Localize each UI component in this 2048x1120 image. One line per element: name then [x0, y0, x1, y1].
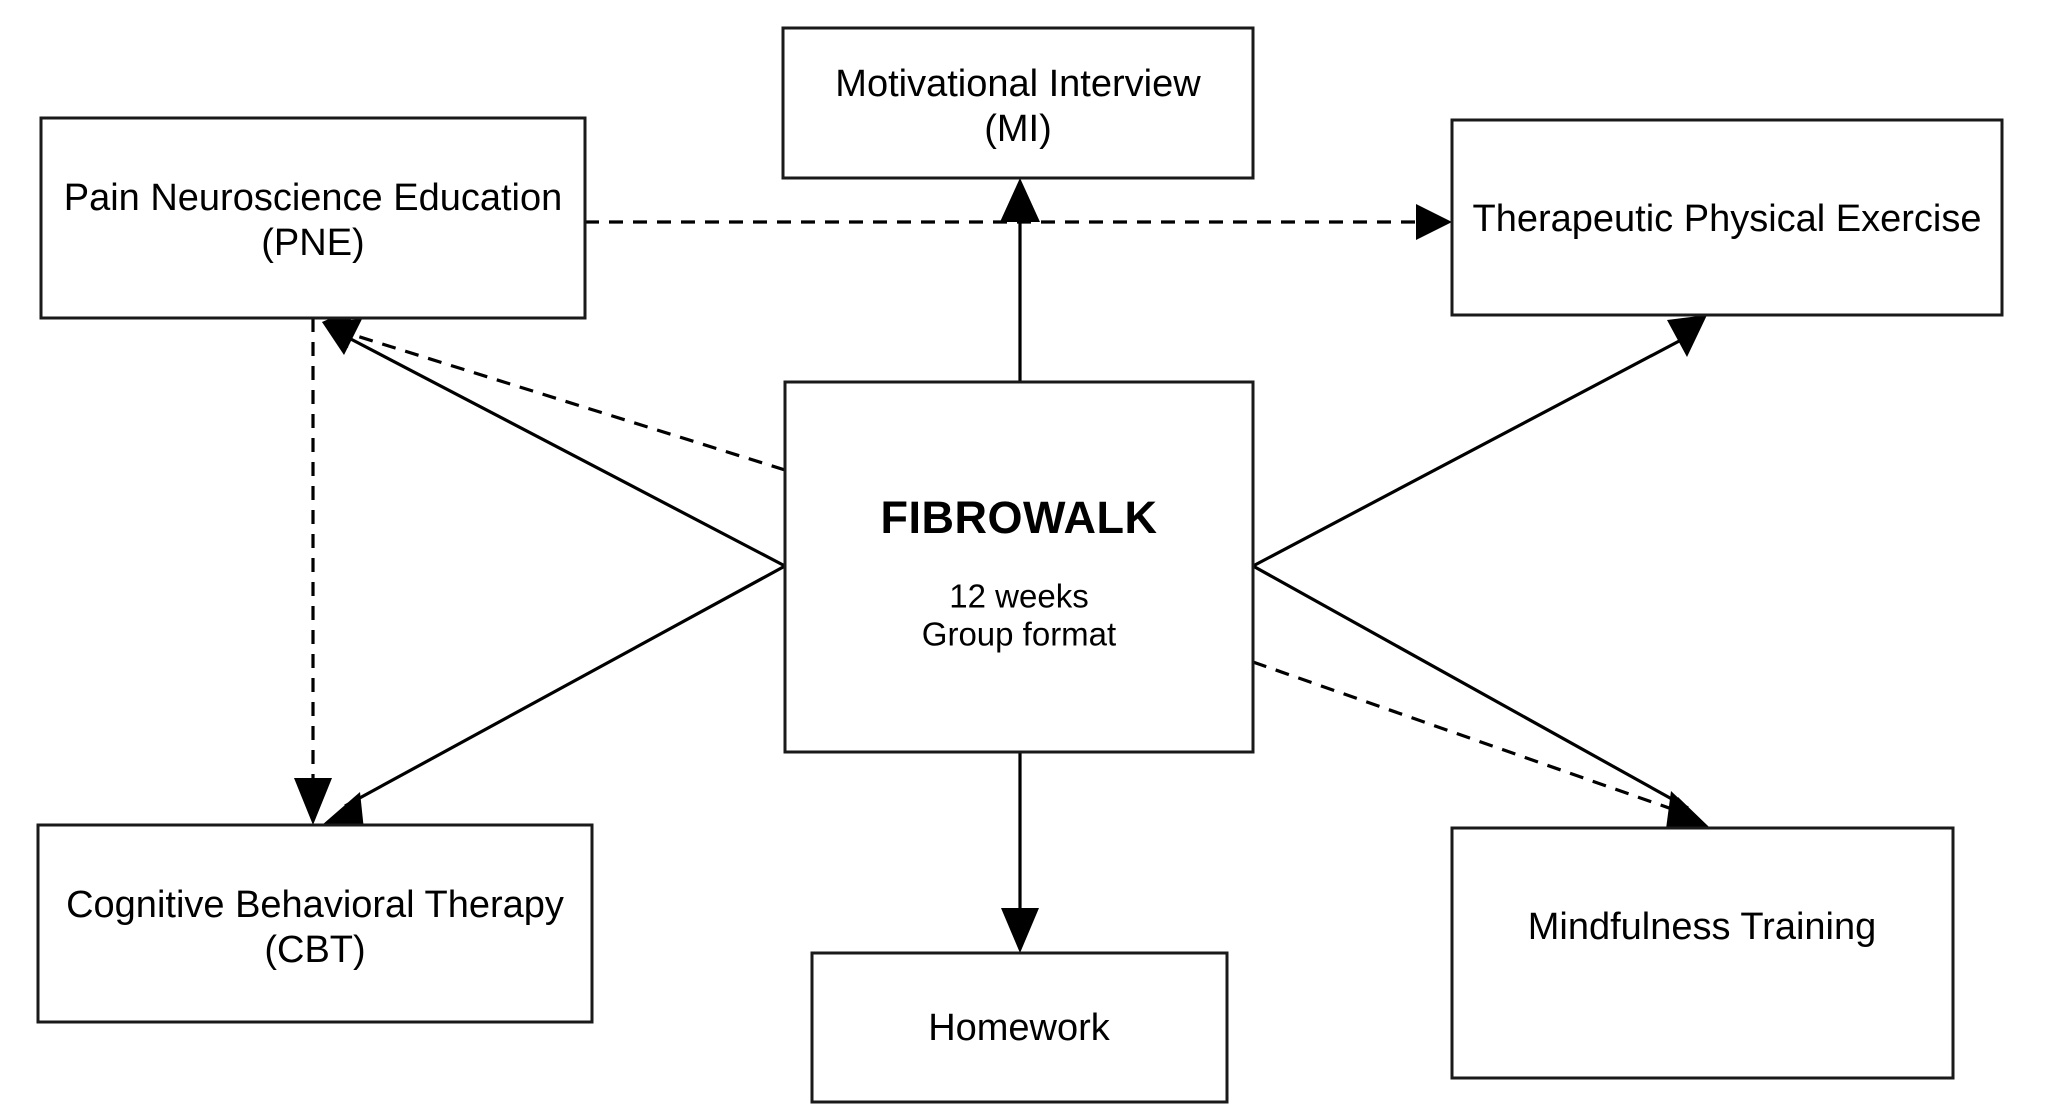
- edge-pne-to-cbt: [294, 318, 332, 825]
- homework-label: Homework: [928, 1007, 1111, 1049]
- edge-fibrowalk-to-pne-solid: [322, 319, 786, 568]
- edge-pne-to-tpe: [585, 204, 1452, 240]
- tpe-label-line1: Therapeutic Physical Exercise: [1473, 198, 1982, 240]
- fibrowalk-duration: 12 weeks: [949, 578, 1088, 615]
- node-pain-neuroscience-education[interactable]: Pain Neuroscience Education (PNE): [39, 116, 587, 320]
- edge-fibrowalk-to-mindfulness-dashed: [1252, 660, 1710, 833]
- node-therapeutic-physical-exercise[interactable]: Therapeutic Physical Exercise: [1450, 118, 2004, 317]
- edge-fibrowalk-to-mindfulness-solid: [1252, 564, 1710, 829]
- mi-label-line1: Motivational Interview: [835, 63, 1201, 105]
- fibrowalk-title: FIBROWALK: [881, 492, 1158, 543]
- mi-label-line2: (MI): [984, 108, 1052, 150]
- edge-fibrowalk-to-cbt: [322, 564, 786, 830]
- cbt-label-line1: Cognitive Behavioral Therapy: [66, 884, 564, 926]
- cbt-label-line2: (CBT): [264, 929, 365, 971]
- pne-label-line1: Pain Neuroscience Education: [64, 177, 563, 219]
- pne-label-line2: (PNE): [261, 222, 364, 264]
- edge-fibrowalk-to-tpe: [1252, 315, 1707, 568]
- node-mindfulness-training[interactable]: Mindfulness Training: [1450, 826, 1955, 1080]
- node-fibrowalk-core[interactable]: FIBROWALK 12 weeks Group format: [783, 380, 1255, 754]
- node-motivational-interview[interactable]: Motivational Interview (MI): [781, 26, 1255, 180]
- edge-fibrowalk-to-homework: [1001, 752, 1039, 953]
- node-homework[interactable]: Homework: [810, 951, 1229, 1104]
- node-cognitive-behavioral-therapy[interactable]: Cognitive Behavioral Therapy (CBT): [36, 823, 594, 1024]
- mindfulness-label: Mindfulness Training: [1528, 906, 1877, 948]
- edge-fibrowalk-to-mi: [1000, 178, 1040, 382]
- fibrowalk-format: Group format: [922, 616, 1116, 653]
